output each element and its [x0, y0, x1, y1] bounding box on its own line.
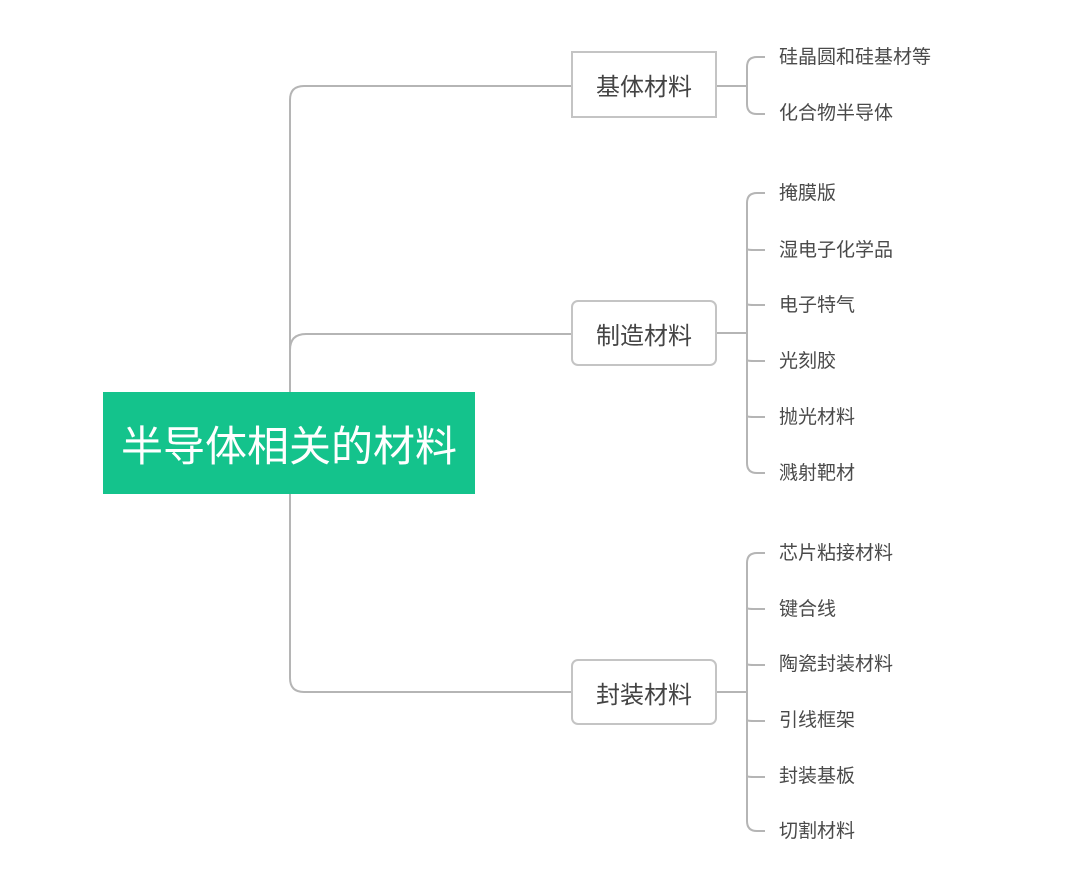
leaf-node[interactable]: 硅晶圆和硅基材等: [779, 46, 932, 68]
leaf-node[interactable]: 光刻胶: [779, 350, 837, 372]
root-node[interactable]: 半导体相关的材料: [103, 392, 475, 494]
connector-root-to-manufacturing-materials: [289, 333, 571, 351]
branch-node-base-materials[interactable]: 基体材料: [571, 51, 717, 118]
branch-label: 基体材料: [596, 73, 692, 101]
branch-label: 制造材料: [596, 321, 692, 350]
branch-node-packaging-materials[interactable]: 封装材料: [571, 659, 717, 725]
root-node-label: 半导体相关的材料: [120, 421, 457, 471]
leaf-node[interactable]: 引线框架: [779, 709, 856, 731]
leaf-node[interactable]: 切割材料: [779, 820, 856, 842]
leaf-node[interactable]: 键合线: [779, 598, 837, 620]
leaf-node[interactable]: 抛光材料: [779, 406, 856, 428]
bracket-base-materials: [746, 56, 765, 115]
leaf-node[interactable]: 陶瓷封装材料: [779, 653, 894, 675]
bracket-packaging-materials: [746, 552, 765, 832]
leaf-node[interactable]: 电子特气: [779, 294, 856, 316]
leaf-node[interactable]: 封装基板: [779, 765, 856, 787]
branch-node-manufacturing-materials[interactable]: 制造材料: [571, 300, 717, 366]
leaf-node[interactable]: 芯片粘接材料: [779, 542, 894, 564]
bracket-manufacturing-materials: [746, 192, 765, 474]
leaf-node[interactable]: 化合物半导体: [779, 102, 894, 124]
leaf-node[interactable]: 湿电子化学品: [779, 239, 894, 261]
connector-root-to-base-materials: [289, 85, 571, 392]
connector-root-to-packaging-materials: [289, 494, 571, 693]
leaf-node[interactable]: 掩膜版: [779, 182, 837, 204]
branch-label: 封装材料: [596, 680, 692, 709]
leaf-node[interactable]: 溅射靶材: [779, 462, 856, 484]
